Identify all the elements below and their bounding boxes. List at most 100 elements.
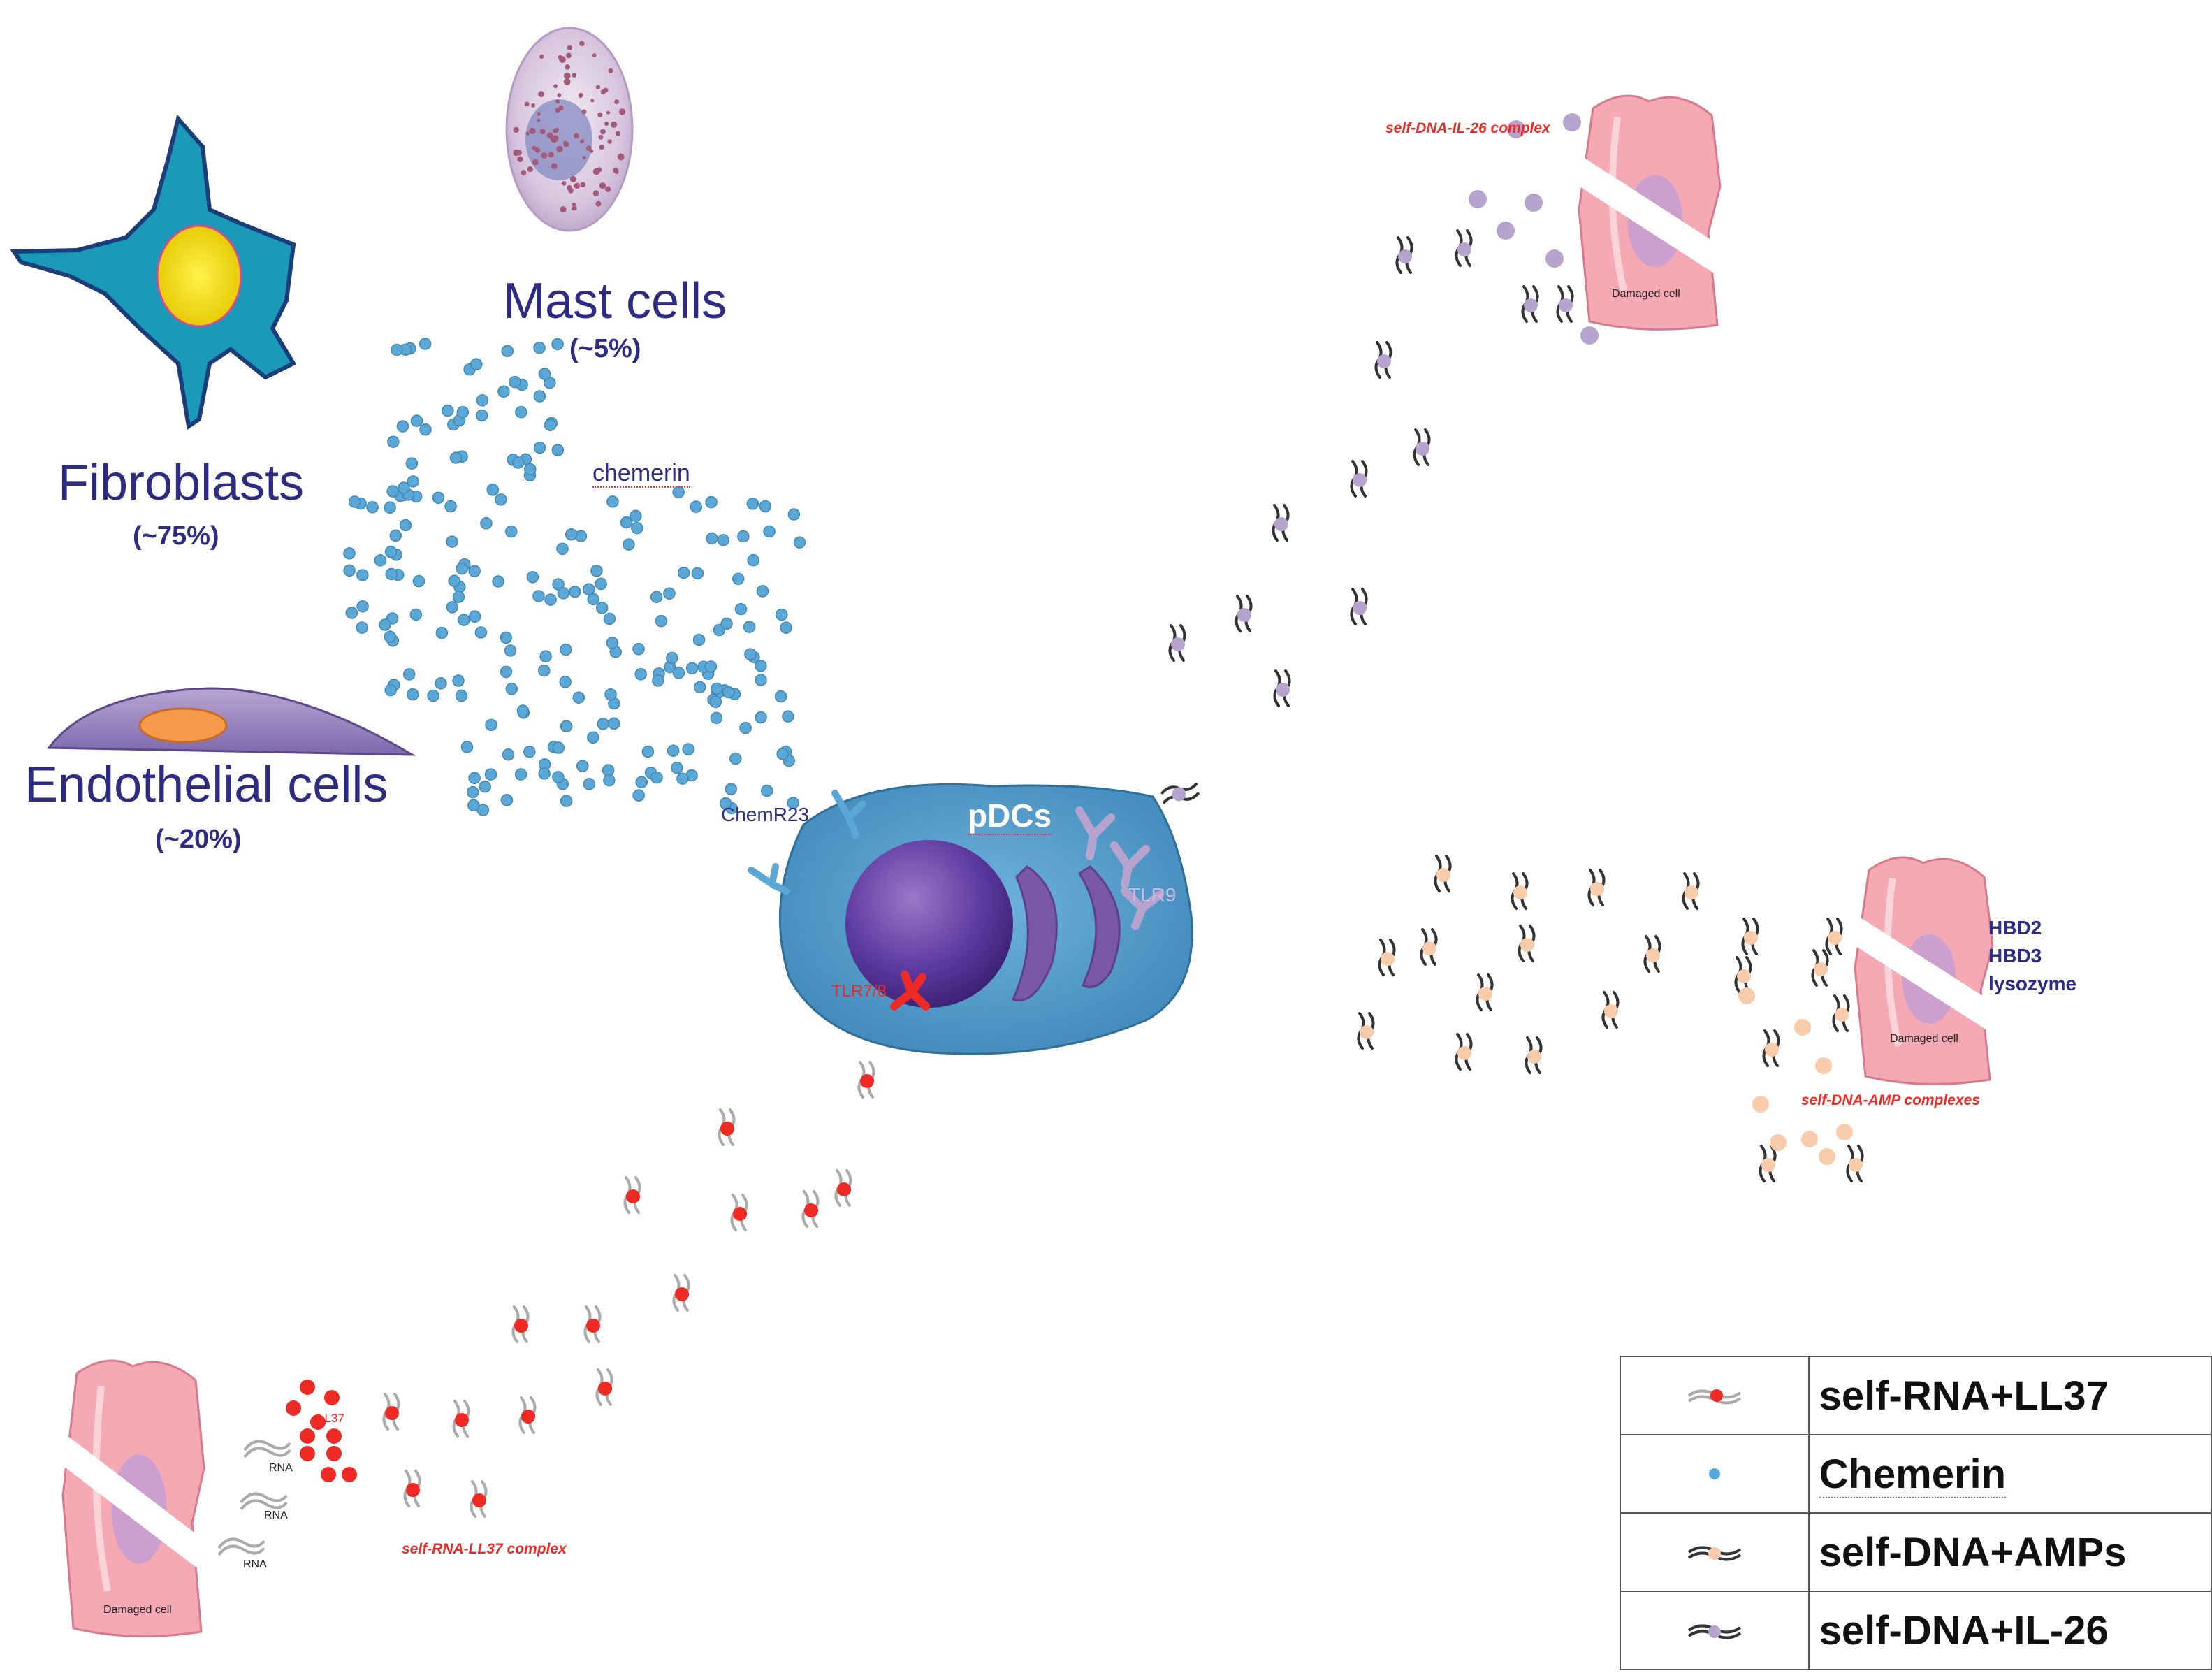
chemerin-particle xyxy=(706,532,718,545)
ll37-dot xyxy=(286,1400,301,1416)
chemerin-particle xyxy=(366,500,379,514)
il26-dot xyxy=(1525,194,1543,212)
amp-complex-label: self-DNA-AMP complexes xyxy=(1801,1092,1980,1108)
chemerin-particle xyxy=(793,536,806,549)
ll37-dot xyxy=(300,1428,315,1444)
chemerin-particle xyxy=(763,525,776,538)
chemerin-particle xyxy=(409,608,423,621)
chemerin-particle xyxy=(468,610,481,623)
chemerin-particle xyxy=(590,565,603,577)
chemerin-particle xyxy=(691,567,704,580)
complex xyxy=(1825,918,1843,955)
chemerin-particle xyxy=(725,783,737,795)
chemerin-particle xyxy=(538,767,551,780)
endothelial-cells-pct: (~20%) xyxy=(155,825,242,854)
chemerin-particle xyxy=(449,451,463,464)
amp-dot xyxy=(1738,987,1755,1004)
chemerin-particle xyxy=(620,516,633,529)
complex xyxy=(1832,994,1850,1032)
damaged-cell xyxy=(1561,94,1737,331)
ll37-complex-label: self-RNA-LL37 complex xyxy=(402,1541,567,1557)
chemerin-particle xyxy=(512,456,525,469)
legend-icon-chemerin xyxy=(1708,1468,1720,1479)
tlr9-receptor xyxy=(1075,806,1164,930)
chemerin-particle xyxy=(516,704,530,717)
hbd3-label: HBD3 xyxy=(1988,945,2042,966)
pdc-cell xyxy=(748,783,1193,1055)
chemerin-particles xyxy=(343,338,806,816)
chemerin-particle xyxy=(635,776,648,788)
chemerin-particle xyxy=(666,651,678,665)
chemerin-particle xyxy=(719,797,732,810)
pdc-nucleus xyxy=(845,840,1013,1008)
chemerin-particle xyxy=(523,463,537,476)
complex xyxy=(801,1190,820,1228)
complex xyxy=(1518,925,1536,962)
chemerin-particle xyxy=(557,587,570,600)
chemerin-particle xyxy=(663,587,676,600)
chemerin-particle xyxy=(685,662,699,675)
chemerin-particle xyxy=(739,721,752,734)
complex xyxy=(403,1470,421,1507)
chemerin-particle xyxy=(650,591,663,603)
damaged-cells xyxy=(44,94,2009,1637)
chemerin-particle xyxy=(544,593,557,606)
chemerin-particle xyxy=(532,590,545,602)
chemerin-particle xyxy=(500,631,513,644)
chemerin-particle xyxy=(500,794,514,806)
chemerin-particle xyxy=(756,585,769,598)
amp-dot xyxy=(1752,1096,1769,1113)
ll37-dot xyxy=(342,1467,357,1482)
chemerin-particle xyxy=(544,419,557,432)
il26-dot xyxy=(1580,326,1599,345)
tlr9-label: TLR9 xyxy=(1128,884,1177,906)
chemerin-particle xyxy=(448,574,461,588)
chemerin-particle xyxy=(672,667,685,679)
tlr78-label: TLR7/8 xyxy=(831,982,887,1001)
chemerin-particle xyxy=(456,562,468,575)
chemerin-particle xyxy=(722,686,735,699)
chemr23-label: ChemR23 xyxy=(721,804,810,825)
chemerin-particle xyxy=(694,681,706,694)
chemerin-particle xyxy=(776,608,788,621)
chemerin-particle xyxy=(348,495,361,508)
complex xyxy=(1476,973,1494,1011)
il26-dot xyxy=(1497,222,1515,240)
chemerin-particle xyxy=(452,674,465,687)
complex xyxy=(518,1396,537,1434)
complex xyxy=(1420,928,1438,966)
complex xyxy=(1350,460,1368,498)
chemerin-particle xyxy=(435,626,449,639)
amp-dot xyxy=(1794,1019,1811,1036)
ll37-dot xyxy=(300,1446,315,1461)
chemerin-particle xyxy=(398,481,410,494)
legend-row-chemerin: Chemerin xyxy=(1620,1434,2212,1514)
rna-strand xyxy=(217,1537,265,1556)
legend-icon-amps xyxy=(1687,1546,1741,1560)
chemerin-particle xyxy=(523,746,536,758)
complex xyxy=(470,1480,488,1518)
chemerin-particle xyxy=(623,538,635,551)
fibroblasts-label: Fibroblasts xyxy=(58,455,305,511)
chemerin-particle xyxy=(343,564,356,577)
chemerin-particle xyxy=(476,394,489,407)
chemerin-particle xyxy=(634,668,647,681)
chemerin-particle xyxy=(497,385,510,398)
chemerin-particle xyxy=(709,695,722,709)
amp-dot xyxy=(1836,1124,1853,1140)
complex xyxy=(1682,872,1700,910)
fibroblasts-pct: (~75%) xyxy=(133,521,219,551)
chemerin-particle xyxy=(552,741,565,754)
chemerin-particle xyxy=(343,547,356,560)
chemerin-particle xyxy=(474,626,488,639)
complex xyxy=(1272,504,1290,542)
complex xyxy=(1455,229,1473,267)
complex xyxy=(834,1169,852,1207)
rna-strand xyxy=(243,1440,291,1458)
chemerin-particle xyxy=(386,485,400,498)
chemerin-particle xyxy=(399,519,412,532)
chemerin-particle xyxy=(455,689,468,702)
chemerin-particle xyxy=(356,600,369,613)
chemerin-particle xyxy=(630,509,642,523)
